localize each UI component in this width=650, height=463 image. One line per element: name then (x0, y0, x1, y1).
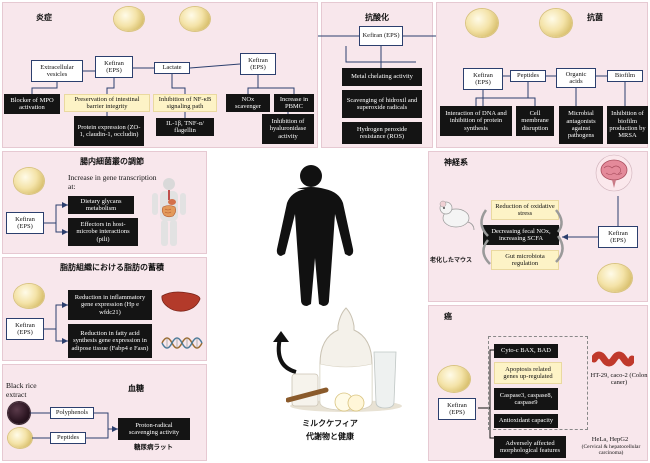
kefir-grain-image (14, 284, 44, 308)
extracellular-vesicles-box: Extracellular vesicles (31, 60, 83, 82)
colon-tissue-image (592, 351, 634, 367)
preservation-barrier-box: Preservation of intestinal barrier integ… (64, 94, 150, 112)
caspase-box: Caspase3, caspase8, caspase9 (494, 388, 558, 410)
kefiran-eps-box-inflammation: Kefiran (EPS) (95, 56, 133, 78)
peroxide-resistance-box: Hydrogen peroxide resistance (ROS) (342, 122, 422, 144)
cancer-title: 癌 (444, 312, 452, 321)
blood-title: 血糖 (128, 384, 144, 393)
oxidative-stress-box: Reduction of oxidative stress (491, 200, 559, 220)
biofilm-inhibition-box: Inhibition of biofilm production by MRSA (607, 106, 648, 144)
liver-image (161, 291, 201, 312)
kefir-grain-image (14, 168, 44, 194)
dietary-glycans-box: Dietary glycans metabolism (68, 196, 134, 214)
blood-panel (2, 364, 207, 461)
kefir-grain-image (598, 264, 632, 292)
cyto-c-box: Cyto-c BAX, BAD (494, 344, 558, 358)
diabetic-rats-label: 糖尿病ラット (134, 443, 173, 451)
apoptosis-genes-box: Apoptosis related genes up-regulated (494, 362, 562, 384)
hela-sub-label: (Cervical & hepatocellular carcinoma) (581, 444, 641, 457)
morphological-box: Adversely affected morphological feature… (494, 436, 566, 458)
peptides-box-blood: Peptides (50, 432, 86, 444)
inflammation-title: 炎症 (36, 13, 52, 22)
kefir-milk-image (286, 307, 402, 412)
human-silhouette-image (276, 165, 354, 306)
gene-transcription-label: Increase in gene transcription at: (68, 173, 157, 191)
kefir-grain-image (8, 428, 32, 448)
pbmc-box: Increase in PBMC (274, 94, 314, 112)
fat-title: 脂肪組織における脂肪の蓄積 (60, 263, 164, 272)
cytokines-box: IL-1β, TNF-α/ flagellin (156, 118, 214, 136)
microbial-antagonists-box: Microbial antagonists against pathogens (559, 106, 603, 144)
gut-regulation-box: Gut microbiota regulation (491, 250, 559, 270)
neuro-title: 神経系 (444, 158, 468, 167)
center-caption-line2: 代謝物と健康 (306, 432, 354, 441)
dna-image (161, 337, 203, 349)
hyaluronidase-box: Inhibition of hyaluronidase activity (262, 114, 314, 144)
fecal-nox-box: Decreasing fecal NOx, increasing SCFA (483, 225, 559, 245)
cycle-arrows-icon (480, 209, 564, 265)
hela-label: HeLa, HepG2 (591, 436, 629, 443)
kefir-grain-image (466, 9, 498, 37)
scavenging-radicals-box: Scavenging of hidroxil and superoxide ra… (342, 90, 422, 118)
kefiran-eps-box-neuro: Kefiran (EPS) (598, 226, 638, 248)
kefir-grain-image (114, 7, 144, 31)
brain-image (595, 154, 633, 192)
kefiran-eps-box-nox: Kefiran (EPS) (240, 53, 276, 75)
black-rice-image (8, 402, 30, 424)
center-caption-line1: ミルクケフィア (302, 419, 358, 428)
dna-interaction-box: Interaction of DNA and inhibition of pro… (440, 106, 512, 136)
kefiran-eps-box-antioxidant: Kefiran (EPS) (359, 26, 403, 46)
host-microbe-box: Effectors in host-microbe interactions (… (68, 218, 138, 246)
kefiran-eps-box-gut: Kefiran (EPS) (6, 212, 44, 234)
kefir-grain-image (540, 9, 572, 37)
kefiran-eps-box-antibacterial: Kefiran (EPS) (463, 68, 503, 90)
antioxidant-title: 抗酸化 (365, 13, 389, 22)
polyphenols-box: Polyphenols (50, 407, 94, 419)
membrane-disruption-box: Cell membrane disruption (516, 106, 554, 136)
metal-chelating-box: Metal chelating activity (342, 68, 422, 86)
aged-mice-label: 老化したマウス (430, 257, 473, 264)
black-rice-label: Black rice extract (6, 381, 37, 399)
nfkb-inhibition-box: Inhibition of NF-κB signaling path (153, 94, 217, 112)
kefir-grain-image (180, 7, 210, 31)
human-digestive-system-image (152, 178, 186, 246)
kefiran-eps-box-cancer: Kefiran (EPS) (438, 398, 476, 420)
antioxidant-capacity-box: Antioxidant capacity (494, 414, 558, 428)
gut-title: 腸内細菌叢の調節 (80, 157, 144, 166)
aged-mouse-image (439, 200, 475, 231)
blocker-mpo-box: Blocker of MPO activation (4, 94, 60, 114)
fatty-acid-synthesis-box: Reduction in fatty acid synthesis gene e… (68, 324, 152, 358)
peptides-box-antibacterial: Peptides (510, 70, 546, 82)
inflammatory-gene-box: Reduction in inflammatory gene expressio… (68, 290, 152, 320)
cycle-arrow-icon (273, 331, 297, 374)
kefir-grain-image (438, 366, 470, 392)
colon-cancer-label: HT-29, caco-2 (Colon caner) (590, 372, 648, 387)
antibacterial-title: 抗菌 (587, 13, 603, 22)
apoptosis-group (488, 336, 588, 430)
nox-scavenger-box: NOx scavenger (226, 94, 270, 112)
lactate-box: Lactate (154, 62, 190, 74)
organic-acids-box: Organic acids (556, 68, 596, 88)
biofilm-box: Biofilm (607, 70, 643, 82)
kefiran-eps-box-fat: Kefiran (EPS) (6, 318, 44, 340)
proton-radical-box: Proton-radical scavenging activity (118, 418, 190, 440)
protein-expression-box: Protein expression (ZO-1, claudin-1, occ… (74, 116, 144, 146)
